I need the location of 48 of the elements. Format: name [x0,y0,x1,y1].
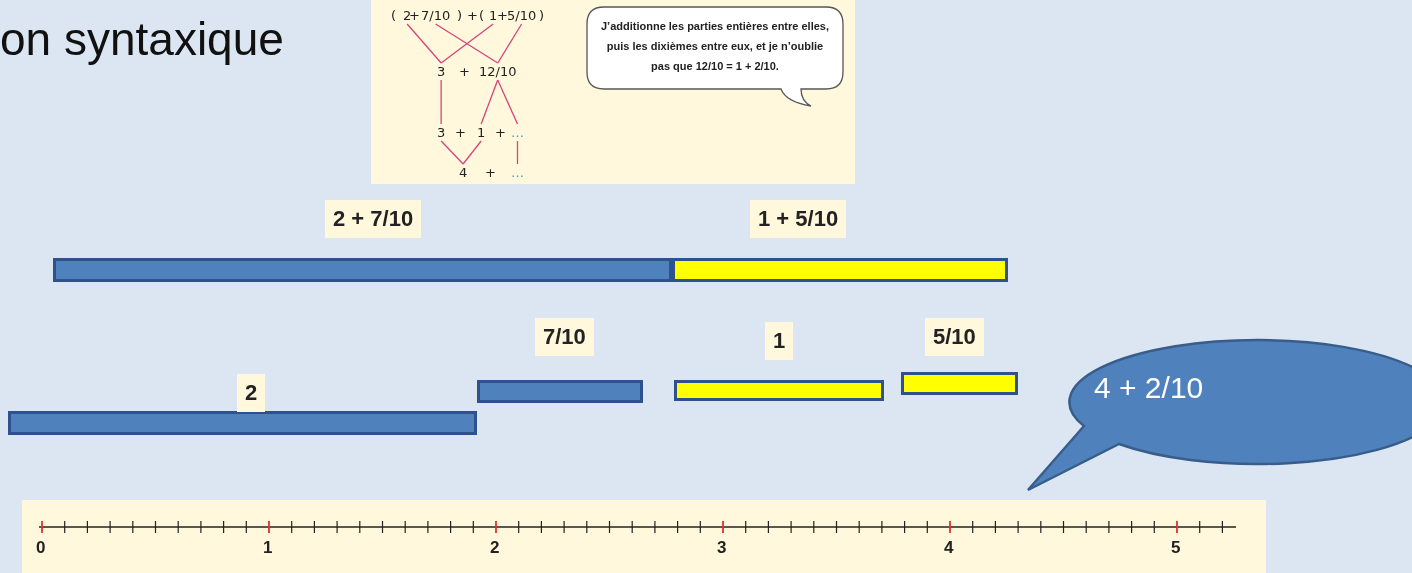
bar-label: 2 [237,374,266,412]
operator-sign: ) [539,8,545,23]
tick-number: 0 [36,538,46,558]
slide-title: on syntaxique [0,12,284,66]
connector-line [516,140,519,165]
callout-text: 4 + 2/10 [1094,371,1204,405]
expression-term: 5/10 [507,8,537,23]
connector-line [434,23,499,64]
tick-number: 5 [1171,538,1181,558]
connector-line [406,23,442,64]
bar-label: 7/10 [535,318,594,356]
expression-term: 3 [437,64,446,79]
connector-line [440,23,494,64]
bar-label: 2 + 7/10 [325,200,422,238]
speech-text: J’additionne les parties entières entre elles, puis les dixièmes entre eux, et je n’oublie pas que 12/10 = 1 + 2/10. [599,19,830,74]
tick-number: 3 [717,538,727,558]
expression-term: … [511,125,524,140]
expression-term: 1 [477,125,486,140]
operator-sign: + [455,125,466,140]
operator-sign: + [409,8,420,23]
connector-line [462,140,482,165]
expression-term: 7/10 [421,8,451,23]
operator-sign: + [459,64,470,79]
connector-line [497,79,519,125]
operator-sign: + [497,8,508,23]
expression-term: 3 [437,125,446,140]
expression-term: … [511,165,524,180]
operator-sign: + [467,8,478,23]
connector-line [497,23,523,64]
connector-line [440,79,442,125]
operator-sign: ) [457,8,463,23]
illustration-panel [371,0,855,184]
bar-label: 5/10 [925,318,984,356]
operator-sign: + [495,125,506,140]
operator-sign: ( [479,8,485,23]
expression-term: 12/10 [479,64,517,79]
expression-term: 4 [459,165,468,180]
bar-label: 1 [765,322,794,360]
connector-line [480,79,499,125]
connector-line [440,140,464,165]
bar-label: 1 + 5/10 [750,200,847,238]
operator-sign: ( [391,8,397,23]
tick-number: 2 [490,538,500,558]
expression-term: 1 [489,8,498,23]
expression-term: 2 [403,8,412,23]
tick-number: 1 [263,538,273,558]
operator-sign: + [485,165,496,180]
tick-number: 4 [944,538,954,558]
